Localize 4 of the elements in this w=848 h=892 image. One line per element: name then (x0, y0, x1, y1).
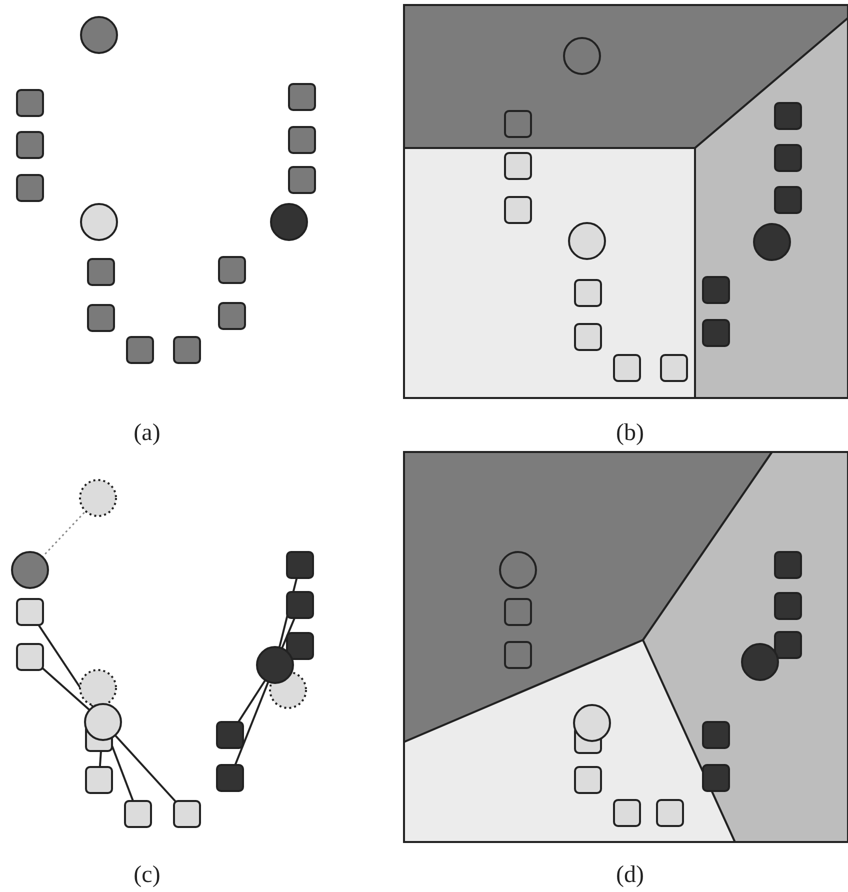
panel-label: (a) (134, 420, 160, 447)
panel-label: (b) (616, 420, 644, 447)
panel-label: (c) (134, 862, 160, 889)
panel-label: (d) (616, 862, 644, 889)
